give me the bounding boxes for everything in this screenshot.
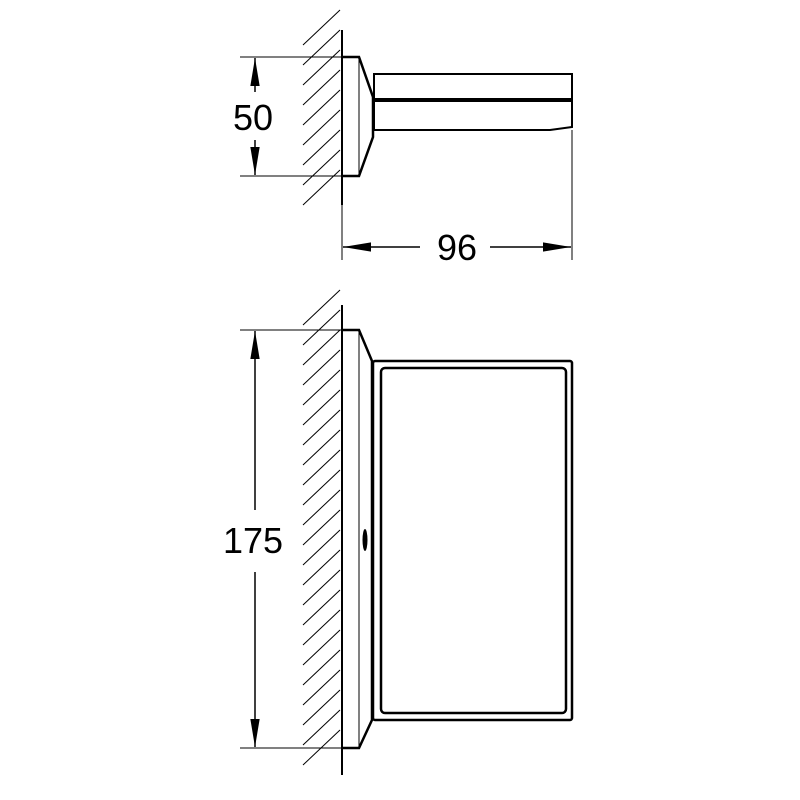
hatch-line	[302, 569, 341, 606]
dimension-height-label: 50	[233, 97, 273, 138]
wall-hatching	[302, 9, 341, 206]
hatch-line	[302, 289, 341, 326]
shelf-outer	[371, 359, 574, 722]
hatch-line	[302, 149, 341, 186]
shelf-side	[373, 73, 573, 131]
base-plate	[342, 328, 374, 750]
wall-hatching	[302, 289, 341, 766]
shelf-inner	[379, 366, 568, 715]
hatch-line	[302, 589, 341, 626]
hatch-line	[302, 89, 341, 126]
dimension-depth-label: 96	[437, 227, 477, 268]
hatch-line	[302, 29, 341, 66]
hatch-line	[302, 409, 341, 446]
hatch-line	[302, 469, 341, 506]
hatch-line	[302, 389, 341, 426]
hatch-line	[302, 449, 341, 486]
hatch-line	[302, 349, 341, 386]
hatch-line	[302, 669, 341, 706]
top-view: 50 96	[233, 9, 573, 268]
hatch-line	[302, 509, 341, 546]
hatch-line	[302, 369, 341, 406]
hatch-line	[302, 109, 341, 146]
hatch-line	[302, 649, 341, 686]
hatch-line	[302, 489, 341, 526]
hatch-line	[302, 169, 341, 206]
hatch-line	[302, 629, 341, 666]
hatch-line	[302, 609, 341, 646]
hatch-line	[302, 9, 341, 46]
logo-mark	[362, 529, 368, 551]
base-plate	[342, 55, 375, 178]
hatch-line	[302, 309, 341, 346]
hatch-line	[302, 689, 341, 726]
hatch-line	[302, 529, 341, 566]
hatch-line	[302, 329, 341, 366]
hatch-line	[302, 429, 341, 466]
front-view: 175	[223, 289, 574, 775]
hatch-line	[302, 549, 341, 586]
hatch-line	[302, 129, 341, 166]
hatch-line	[302, 69, 341, 106]
dimension-height-label: 175	[223, 520, 283, 561]
hatch-line	[302, 709, 341, 746]
hatch-line	[302, 49, 341, 86]
